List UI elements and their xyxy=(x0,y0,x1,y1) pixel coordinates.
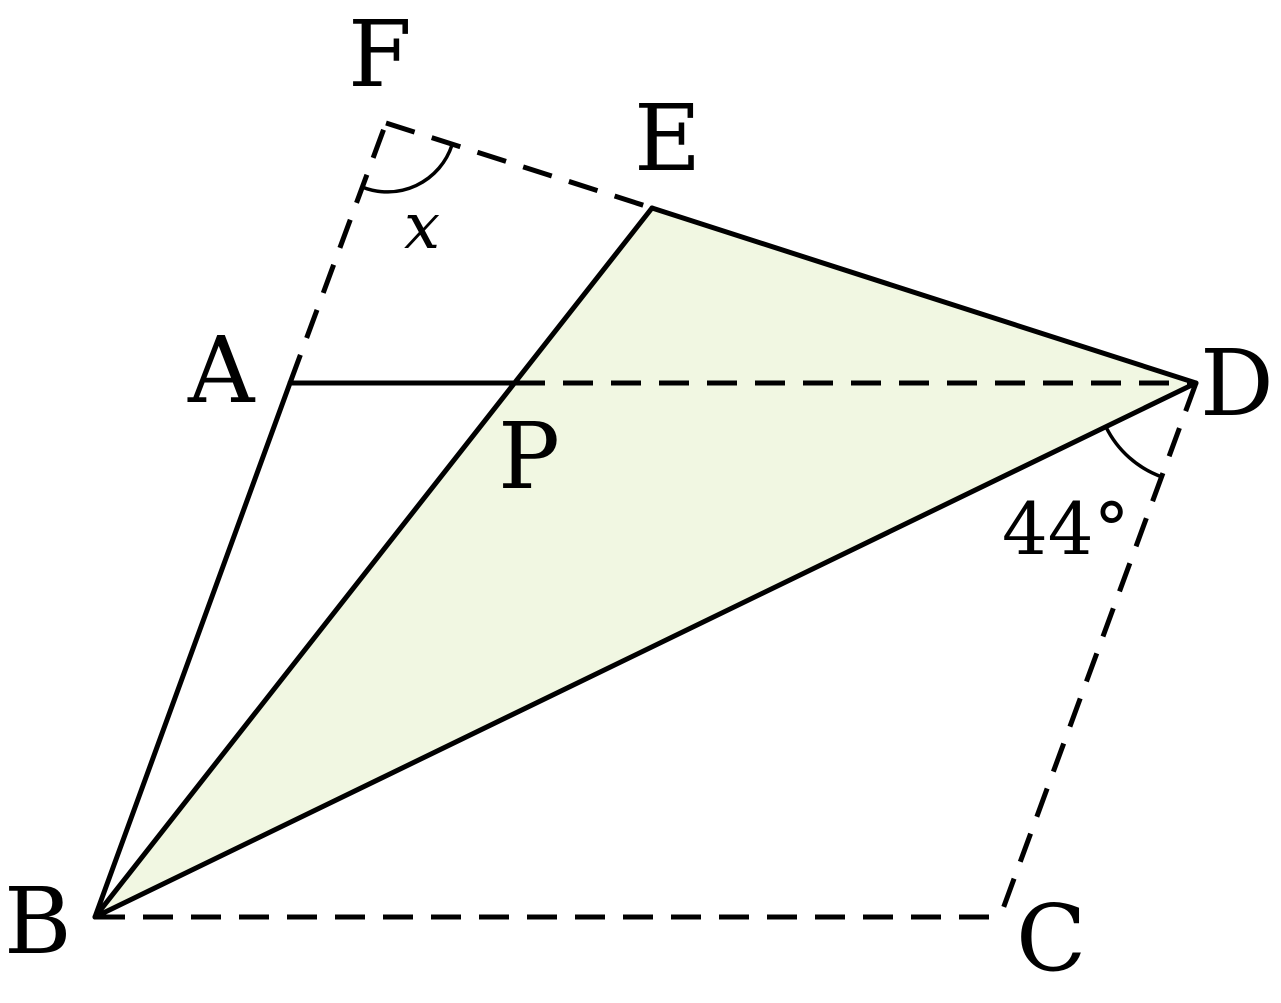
label-angle-x: x xyxy=(404,190,440,264)
label-point-p: P xyxy=(498,403,560,510)
label-point-b: B xyxy=(4,868,72,975)
segment-a-b xyxy=(92,380,293,920)
label-point-a: A xyxy=(187,317,256,424)
segment-b-e xyxy=(92,205,655,920)
label-point-f: F xyxy=(348,1,412,108)
label-point-d: D xyxy=(1200,330,1274,437)
segment-e-d xyxy=(649,205,1199,386)
dashed-line-a-f xyxy=(287,122,389,384)
angle-arc-f xyxy=(361,144,454,194)
label-point-c: C xyxy=(1016,885,1086,992)
segment-b-d xyxy=(92,380,1199,920)
angle-arc-d xyxy=(1104,426,1163,479)
label-angle-44: 44° xyxy=(1002,487,1130,571)
label-point-e: E xyxy=(634,85,701,192)
